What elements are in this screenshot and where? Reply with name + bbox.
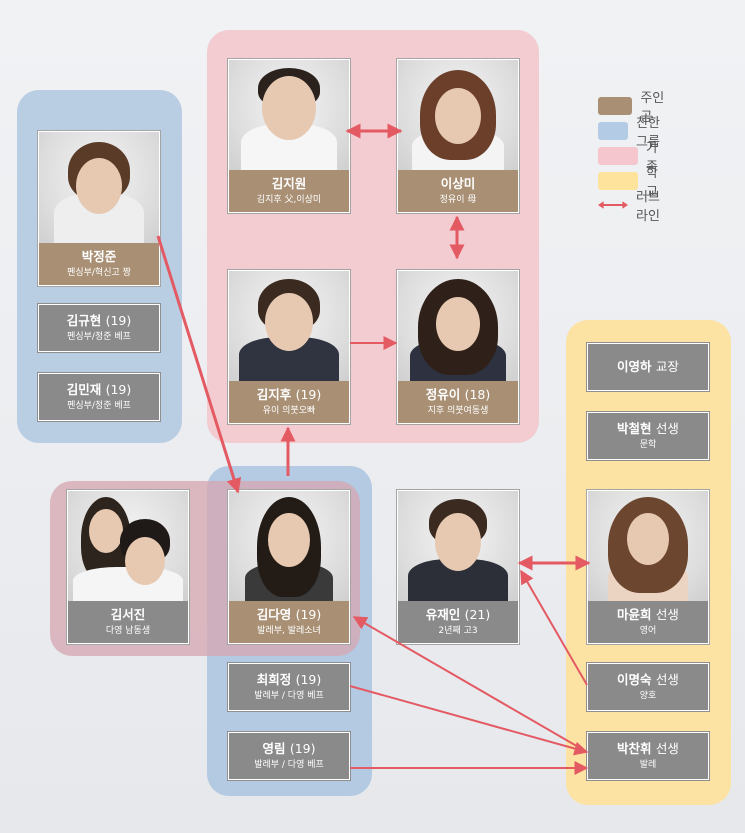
name-park-jungjun: 박정준 bbox=[81, 249, 117, 264]
desc-kim-dayoung: 발레부, 발레소녀 bbox=[257, 626, 321, 636]
card-kim-gyuhyun[interactable]: 김규현 (19) 펜싱부/정준 베프 bbox=[38, 304, 160, 352]
card-kim-jiwon[interactable]: 김지원 김지후 父,이상미 bbox=[228, 59, 350, 213]
legend-item-main: 주인공 bbox=[598, 91, 666, 125]
photo-lee-sangmi bbox=[398, 60, 518, 170]
name-lee-younghal: 이영하 bbox=[617, 359, 652, 374]
card-park-chulhyun[interactable]: 박철현 선생 문학 bbox=[587, 412, 709, 460]
card-lee-myungsuk[interactable]: 이명숙 선생 양호 bbox=[587, 663, 709, 711]
desc-lee-sangmi: 정유이 母 bbox=[439, 195, 477, 205]
photo-kim-jiwon bbox=[229, 60, 349, 170]
name-kim-jihu: 김지후 bbox=[256, 387, 292, 402]
legend-item-close-group: 친한그룹 bbox=[598, 116, 666, 150]
card-kim-minjae[interactable]: 김민재 (19) 펜싱부/정준 베프 bbox=[38, 373, 160, 421]
age-jung-yui: (18) bbox=[464, 387, 491, 402]
name-lee-myungsuk: 이명숙 bbox=[617, 672, 652, 687]
legend-swatch-school bbox=[598, 172, 639, 190]
card-park-chanhwi[interactable]: 박찬휘 선생 발레 bbox=[587, 732, 709, 780]
name-kim-gyuhyun: 김규현 bbox=[66, 313, 102, 328]
card-youngrim[interactable]: 영림 (19) 발레부 / 다영 베프 bbox=[228, 732, 350, 780]
card-park-jungjun[interactable]: 박정준 펜싱부/혁신고 짱 bbox=[38, 131, 160, 286]
card-jung-yui[interactable]: 정유이 (18) 지후 의붓여동생 bbox=[397, 270, 519, 424]
desc-park-chanhwi: 발레 bbox=[639, 760, 657, 770]
legend-label-family: 가족 bbox=[646, 141, 658, 175]
desc-youngrim: 발레부 / 다영 베프 bbox=[254, 760, 324, 770]
legend-swatch-main bbox=[598, 97, 633, 115]
name-jung-yui: 정유이 bbox=[425, 387, 461, 402]
desc-kim-gyuhyun: 펜싱부/정준 베프 bbox=[67, 332, 131, 342]
card-ma-yunhee[interactable]: 마윤희 선생 영어 bbox=[587, 490, 709, 644]
desc-yu-jaein: 2년째 고3 bbox=[438, 626, 478, 636]
age-youngrim: (19) bbox=[289, 741, 316, 756]
desc-jung-yui: 지후 의붓여동생 bbox=[427, 406, 489, 416]
card-kim-dayoung[interactable]: 김다영 (19) 발레부, 발레소녀 bbox=[228, 490, 350, 644]
desc-kim-minjae: 펜싱부/정준 베프 bbox=[67, 401, 131, 411]
legend-swatch-close-group bbox=[598, 122, 629, 140]
legend-item-loveline: 러브라인 bbox=[598, 190, 666, 224]
age-choi-heejung: (19) bbox=[295, 672, 322, 687]
name-kim-jiwon: 김지원 bbox=[271, 176, 307, 191]
age-yu-jaein: (21) bbox=[464, 607, 491, 622]
name-kim-seojin: 김서진 bbox=[110, 607, 146, 622]
age-kim-dayoung: (19) bbox=[295, 607, 322, 622]
legend-item-school: 학교 bbox=[598, 166, 666, 200]
name-choi-heejung: 최희정 bbox=[256, 672, 292, 687]
name-park-chanhwi: 박찬휘 bbox=[617, 741, 652, 756]
name-ma-yunhee: 마윤희 bbox=[617, 607, 652, 622]
name-park-chulhyun: 박철현 bbox=[617, 421, 652, 436]
legend-label-loveline: 러브라인 bbox=[636, 190, 660, 224]
desc-kim-jiwon: 김지후 父,이상미 bbox=[256, 195, 322, 205]
photo-kim-seojin bbox=[68, 491, 188, 601]
age-kim-gyuhyun: (19) bbox=[105, 313, 132, 328]
desc-lee-myungsuk: 양호 bbox=[639, 691, 657, 701]
title-lee-myungsuk: 선생 bbox=[655, 672, 679, 687]
title-ma-yunhee: 선생 bbox=[655, 607, 679, 622]
name-yu-jaein: 유재인 bbox=[425, 607, 461, 622]
card-lee-younghal[interactable]: 이영하 교장 bbox=[587, 343, 709, 391]
title-park-chulhyun: 선생 bbox=[655, 421, 679, 436]
card-yu-jaein[interactable]: 유재인 (21) 2년째 고3 bbox=[397, 490, 519, 644]
card-kim-jihu[interactable]: 김지후 (19) 유이 의붓오빠 bbox=[228, 270, 350, 424]
photo-kim-dayoung bbox=[229, 491, 349, 601]
photo-ma-yunhee bbox=[588, 491, 708, 601]
desc-ma-yunhee: 영어 bbox=[639, 626, 657, 636]
legend-label-close-group: 친한그룹 bbox=[636, 116, 660, 150]
photo-jung-yui bbox=[398, 271, 518, 381]
name-youngrim: 영림 bbox=[262, 741, 286, 756]
arrow-heejung-chanhwi bbox=[349, 685, 589, 756]
title-lee-younghal: 교장 bbox=[655, 359, 679, 374]
legend-label-school: 학교 bbox=[646, 166, 658, 200]
card-lee-sangmi[interactable]: 이상미 정유이 母 bbox=[397, 59, 519, 213]
name-lee-sangmi: 이상미 bbox=[440, 176, 476, 191]
age-kim-minjae: (19) bbox=[105, 382, 132, 397]
legend-arrow-icon bbox=[598, 201, 629, 209]
photo-yu-jaein bbox=[398, 491, 518, 601]
title-park-chanhwi: 선생 bbox=[655, 741, 679, 756]
name-kim-minjae: 김민재 bbox=[66, 382, 102, 397]
desc-kim-seojin: 다영 남동생 bbox=[105, 626, 151, 636]
desc-park-jungjun: 펜싱부/혁신고 짱 bbox=[67, 268, 131, 278]
name-kim-dayoung: 김다영 bbox=[256, 607, 292, 622]
photo-kim-jihu bbox=[229, 271, 349, 381]
age-kim-jihu: (19) bbox=[295, 387, 322, 402]
legend-item-family: 가족 bbox=[598, 141, 666, 175]
desc-kim-jihu: 유이 의붓오빠 bbox=[262, 406, 316, 416]
legend-label-main: 주인공 bbox=[640, 91, 665, 125]
legend-swatch-family bbox=[598, 147, 639, 165]
card-choi-heejung[interactable]: 최희정 (19) 발레부 / 다영 베프 bbox=[228, 663, 350, 711]
desc-park-chulhyun: 문학 bbox=[639, 440, 657, 450]
desc-choi-heejung: 발레부 / 다영 베프 bbox=[254, 691, 324, 701]
card-kim-seojin[interactable]: 김서진 다영 남동생 bbox=[67, 490, 189, 644]
photo-park-jungjun bbox=[39, 132, 159, 243]
